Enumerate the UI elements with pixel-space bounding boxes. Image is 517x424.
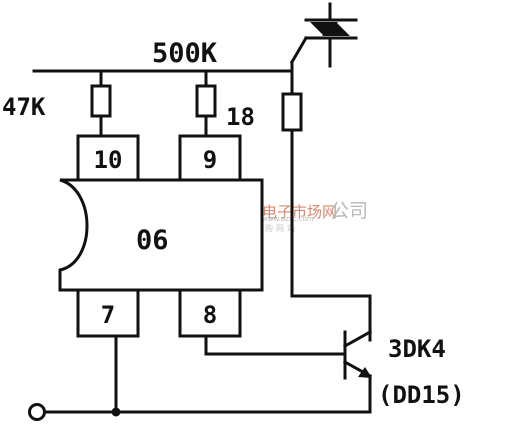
resistor-gate [281, 92, 372, 342]
transistor-collector [342, 329, 373, 349]
watermark-right-text: 公司 [330, 200, 368, 222]
resistor-18-body [195, 84, 217, 118]
resistor-18 [195, 69, 217, 138]
ic-name-label: 06 [136, 225, 169, 256]
resistor-gate-body [281, 92, 303, 132]
terminal-circle-icon [28, 403, 46, 421]
label-transistor: 3DK4 [388, 335, 446, 363]
ic-pin-8-box [178, 288, 242, 338]
resistor-47k [90, 69, 112, 138]
pin-label-10: 10 [94, 146, 123, 174]
pin-label-9: 9 [203, 146, 217, 174]
label-transistor-alt: (DD15) [378, 381, 465, 409]
pin-label-7: 7 [101, 301, 115, 329]
junction-dot [111, 407, 121, 417]
watermark-brand-suffix: 电子市场网 [262, 203, 337, 221]
ic-pin-7-box [76, 288, 140, 338]
triac-diode-up [322, 22, 350, 36]
watermark-url: www.dzsc.com [262, 215, 314, 223]
resistor-47k-body [90, 84, 112, 118]
pin-label-8: 8 [203, 301, 217, 329]
transistor-3dk4 [342, 329, 373, 414]
ic-body [58, 178, 264, 292]
label-18: 18 [226, 103, 255, 131]
label-500k: 500K [152, 38, 218, 69]
label-47k: 47K [2, 93, 46, 121]
triac-diode-down [310, 22, 338, 36]
triac-symbol [289, 2, 358, 94]
triac-gate-lead [289, 35, 309, 65]
